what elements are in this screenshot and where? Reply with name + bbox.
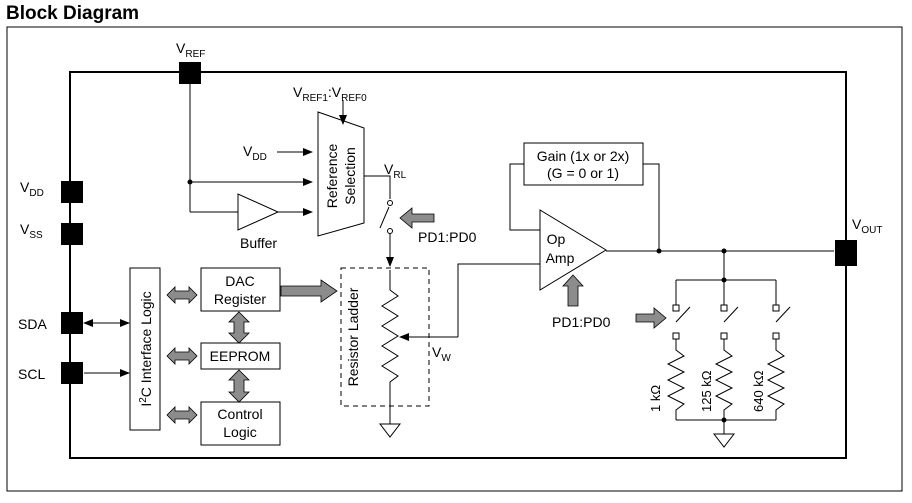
vss-pin [61, 223, 83, 245]
svg-text:I2C Interface Logic: I2C Interface Logic [138, 291, 154, 406]
vref-select-s1: REF1 [302, 93, 328, 104]
vdd-input-sub: DD [252, 152, 266, 163]
dac-register-line2: Register [214, 291, 266, 307]
vdd-pin-sub: DD [29, 188, 43, 199]
buffer-label: Buffer [240, 235, 277, 251]
dac-register-line1: DAC [225, 273, 255, 289]
vdd-pin [61, 181, 83, 203]
bus-dac-ladder [280, 279, 338, 303]
output-switch-3 [772, 304, 791, 340]
svg-text:VREF: VREF [176, 40, 205, 60]
vref-pin-sub: REF [185, 49, 205, 60]
reference-selection-mux [317, 111, 365, 237]
output-ground-wiring [676, 419, 776, 448]
bus-dac-eeprom [228, 311, 250, 344]
ladder-ground-icon [378, 423, 402, 438]
svg-text:VRL: VRL [384, 161, 407, 181]
vref-select-mid: :V [328, 84, 342, 100]
pd-switch-label: PD1:PD0 [418, 229, 477, 245]
pd-switch-arrow [399, 207, 435, 229]
pd-switches-arrow [635, 307, 667, 329]
diagram-title: Block Diagram [6, 3, 140, 24]
svg-text:VSS: VSS [20, 221, 43, 241]
opamp-wiring [509, 163, 834, 305]
vref-select-s2: REF0 [341, 93, 367, 104]
pd-opamp-label: PD1:PD0 [552, 314, 611, 330]
reference-selection-line1: Reference [324, 143, 340, 208]
svg-text:VREF1:VREF0: VREF1:VREF0 [293, 84, 367, 104]
op-amp-line1: Op [547, 231, 566, 247]
vout-pin-label: V [852, 216, 862, 232]
dac-register-block [200, 267, 281, 312]
feedback-junction [656, 248, 662, 254]
sda-pin-label: SDA [18, 316, 47, 332]
resistor-640k [766, 339, 786, 420]
control-logic-block [200, 401, 281, 446]
resistor-label-2: 125 kΩ [699, 370, 714, 412]
bus-i2c-eeprom [166, 347, 198, 365]
vrl-label: V [384, 161, 394, 177]
pd-opamp-up-arrow [562, 274, 584, 307]
gain-line1: Gain (1x or 2x) [537, 148, 630, 164]
output-switch-2 [720, 304, 739, 340]
vw-label: V [432, 344, 442, 360]
vref-junction [187, 179, 193, 185]
scl-pin-label: SCL [18, 366, 45, 382]
scl-pin [61, 362, 83, 384]
i2c-interface-logic-block [129, 267, 161, 431]
op-amp-line2: Amp [546, 250, 575, 266]
buffer-symbol [237, 193, 280, 231]
resistor-125k [714, 339, 734, 420]
output-junction [721, 248, 727, 254]
i2c-label-post: C Interface Logic [138, 291, 154, 397]
gain-line2: (G = 0 or 1) [547, 165, 619, 181]
vref-select-v1: V [293, 84, 303, 100]
vref-pin-label: V [176, 40, 186, 56]
resistor-1k [666, 339, 686, 420]
reference-selection-line2: Selection [342, 147, 358, 205]
gain-block [523, 142, 644, 186]
control-logic-line2: Logic [223, 424, 256, 440]
switch-bus-junction [721, 277, 727, 283]
vout-pin [835, 240, 857, 266]
bus-eeprom-control [228, 369, 250, 403]
svg-text:VDD: VDD [20, 179, 44, 199]
svg-text:VOUT: VOUT [852, 216, 882, 236]
sda-pin [61, 312, 83, 334]
eeprom-block [200, 342, 281, 370]
vss-pin-sub: SS [29, 230, 43, 241]
svg-text:VDD: VDD [243, 143, 267, 163]
switch-contact-top [387, 200, 393, 206]
op-amp-symbol [539, 209, 607, 291]
vout-pin-sub: OUT [861, 225, 882, 236]
resistor-ladder-label: Resistor Ladder [345, 287, 361, 386]
control-logic-line1: Control [217, 406, 262, 422]
ground-junction [721, 417, 727, 423]
ladder-resistor [381, 270, 399, 424]
vdd-pin-label: V [20, 179, 30, 195]
bus-i2c-dac [166, 286, 198, 304]
vdd-input-label: V [243, 143, 253, 159]
resistor-label-1: 1 kΩ [648, 385, 663, 412]
vref-pin [179, 62, 201, 84]
vss-pin-label: V [20, 221, 30, 237]
vrl-sub: RL [393, 170, 406, 181]
bus-i2c-control [166, 406, 198, 424]
vrl-wiring [364, 175, 394, 267]
i2c-label-sup: 2 [138, 397, 149, 403]
resistor-label-3: 640 kΩ [751, 370, 766, 412]
switch-contact-bottom [387, 228, 393, 234]
vref-wiring [189, 84, 347, 216]
wiper-wiring [399, 263, 540, 341]
vw-sub: W [441, 353, 451, 364]
svg-text:VW: VW [432, 344, 451, 364]
output-switch-1 [672, 304, 691, 340]
eeprom-label: EEPROM [210, 348, 271, 364]
outer-frame [6, 26, 903, 492]
i2c-label-pre: I [138, 403, 154, 407]
